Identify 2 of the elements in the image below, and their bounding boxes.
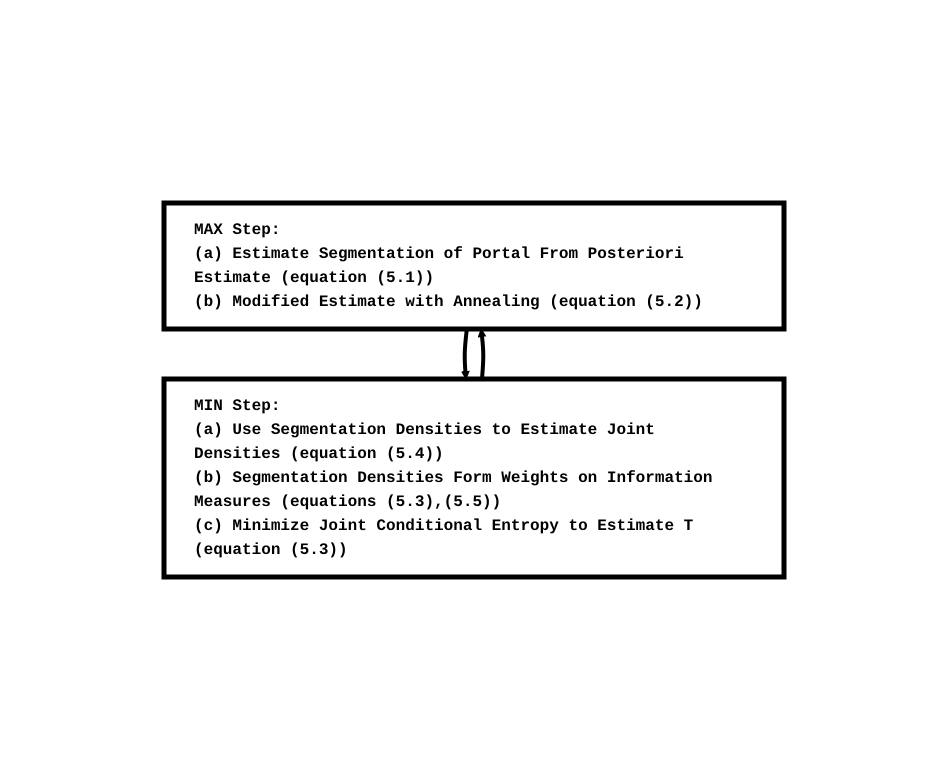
node-box: MAX Step: (a) Estimate Segmentation of Portal From Posteriori Estimate (equation (5.1)) (b) Modified Estimate with Annealing (equation (5.2)) xyxy=(161,200,786,331)
node-box: MIN Step: (a) Use Segmentation Densities to Estimate Joint Densities (equation (5.4)) (b) Segmentation Densities Form Weights on Information Measures (equations (5.3),(5.5)) (c) Minimize Joint Conditional Entropy to Estimate T (equation (5.3)) xyxy=(161,376,786,579)
